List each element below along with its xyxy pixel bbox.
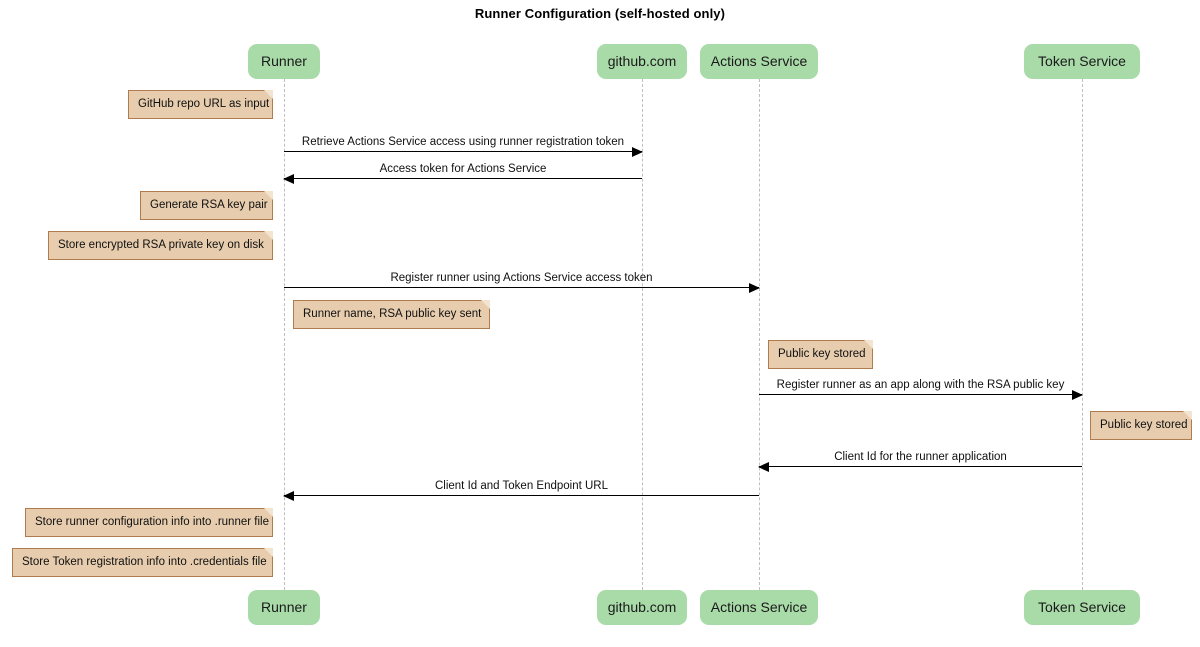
participant-token-top[interactable]: Token Service — [1024, 44, 1140, 79]
arrow-right-icon — [749, 283, 760, 293]
note-public-key-stored-token: Public key stored — [1090, 411, 1192, 440]
msg-register-runner: Register runner using Actions Service ac… — [284, 272, 760, 293]
message-label: Client Id and Token Endpoint URL — [434, 480, 609, 492]
note-runner-name-public-key: Runner name, RSA public key sent — [293, 300, 490, 329]
note-text: Public key stored — [1100, 419, 1188, 431]
participant-github-top[interactable]: github.com — [597, 44, 687, 79]
note-fold-corner-icon — [481, 300, 490, 309]
participant-runner-top[interactable]: Runner — [248, 44, 320, 79]
arrow-left-icon — [283, 491, 294, 501]
note-fold-corner-icon — [264, 231, 273, 240]
message-label: Retrieve Actions Service access using ru… — [301, 136, 625, 148]
msg-client-id: Client Id for the runner application — [758, 451, 1082, 472]
arrow-left-icon — [758, 462, 769, 472]
lifeline-runner — [284, 79, 285, 590]
note-text: Generate RSA key pair — [150, 199, 268, 211]
note-text: Store runner configuration info into .ru… — [35, 516, 269, 528]
note-text: Store Token registration info into .cred… — [22, 556, 267, 568]
participant-label: github.com — [607, 599, 677, 615]
note-text: GitHub repo URL as input — [138, 98, 270, 110]
note-fold-corner-icon — [1183, 411, 1192, 420]
participant-label: Token Service — [1038, 599, 1126, 615]
note-fold-corner-icon — [864, 340, 873, 349]
note-fold-corner-icon — [264, 90, 273, 99]
note-public-key-stored-actions: Public key stored — [768, 340, 873, 369]
note-store-runner-config: Store runner configuration info into .ru… — [25, 508, 273, 537]
message-label: Register runner as an app along with the… — [776, 379, 1065, 391]
arrow-right-icon — [632, 147, 643, 157]
participant-label: Runner — [261, 53, 307, 69]
participant-github-bottom[interactable]: github.com — [597, 590, 687, 625]
note-text: Public key stored — [778, 348, 866, 360]
lifeline-actions — [759, 79, 760, 590]
page-title: Runner Configuration (self-hosted only) — [474, 6, 726, 21]
participant-label: github.com — [607, 53, 677, 69]
note-generate-rsa: Generate RSA key pair — [140, 191, 273, 220]
participant-runner-bottom[interactable]: Runner — [248, 590, 320, 625]
msg-client-id-endpoint: Client Id and Token Endpoint URL — [283, 480, 759, 501]
note-store-token-registration: Store Token registration info into .cred… — [12, 548, 273, 577]
participant-token-bottom[interactable]: Token Service — [1024, 590, 1140, 625]
note-text: Runner name, RSA public key sent — [303, 308, 482, 320]
participant-actions-bottom[interactable]: Actions Service — [700, 590, 818, 625]
arrow-left-icon — [283, 174, 294, 184]
message-label: Client Id for the runner application — [834, 451, 1007, 463]
note-github-repo-url: GitHub repo URL as input — [128, 90, 273, 119]
lifeline-token — [1082, 79, 1083, 590]
note-store-private-key: Store encrypted RSA private key on disk — [48, 231, 273, 260]
message-label: Access token for Actions Service — [379, 163, 547, 175]
msg-register-app: Register runner as an app along with the… — [759, 379, 1083, 400]
participant-actions-top[interactable]: Actions Service — [700, 44, 818, 79]
msg-access-token: Access token for Actions Service — [283, 163, 642, 184]
note-text: Store encrypted RSA private key on disk — [58, 239, 264, 251]
note-fold-corner-icon — [264, 508, 273, 517]
note-fold-corner-icon — [264, 191, 273, 200]
participant-label: Actions Service — [710, 53, 808, 69]
participant-label: Token Service — [1038, 53, 1126, 69]
message-label: Register runner using Actions Service ac… — [390, 272, 653, 284]
arrow-right-icon — [1072, 390, 1083, 400]
participant-label: Actions Service — [710, 599, 808, 615]
note-fold-corner-icon — [264, 548, 273, 557]
participant-label: Runner — [261, 599, 307, 615]
lifeline-github — [642, 79, 643, 590]
msg-retrieve-actions-access: Retrieve Actions Service access using ru… — [284, 136, 643, 157]
